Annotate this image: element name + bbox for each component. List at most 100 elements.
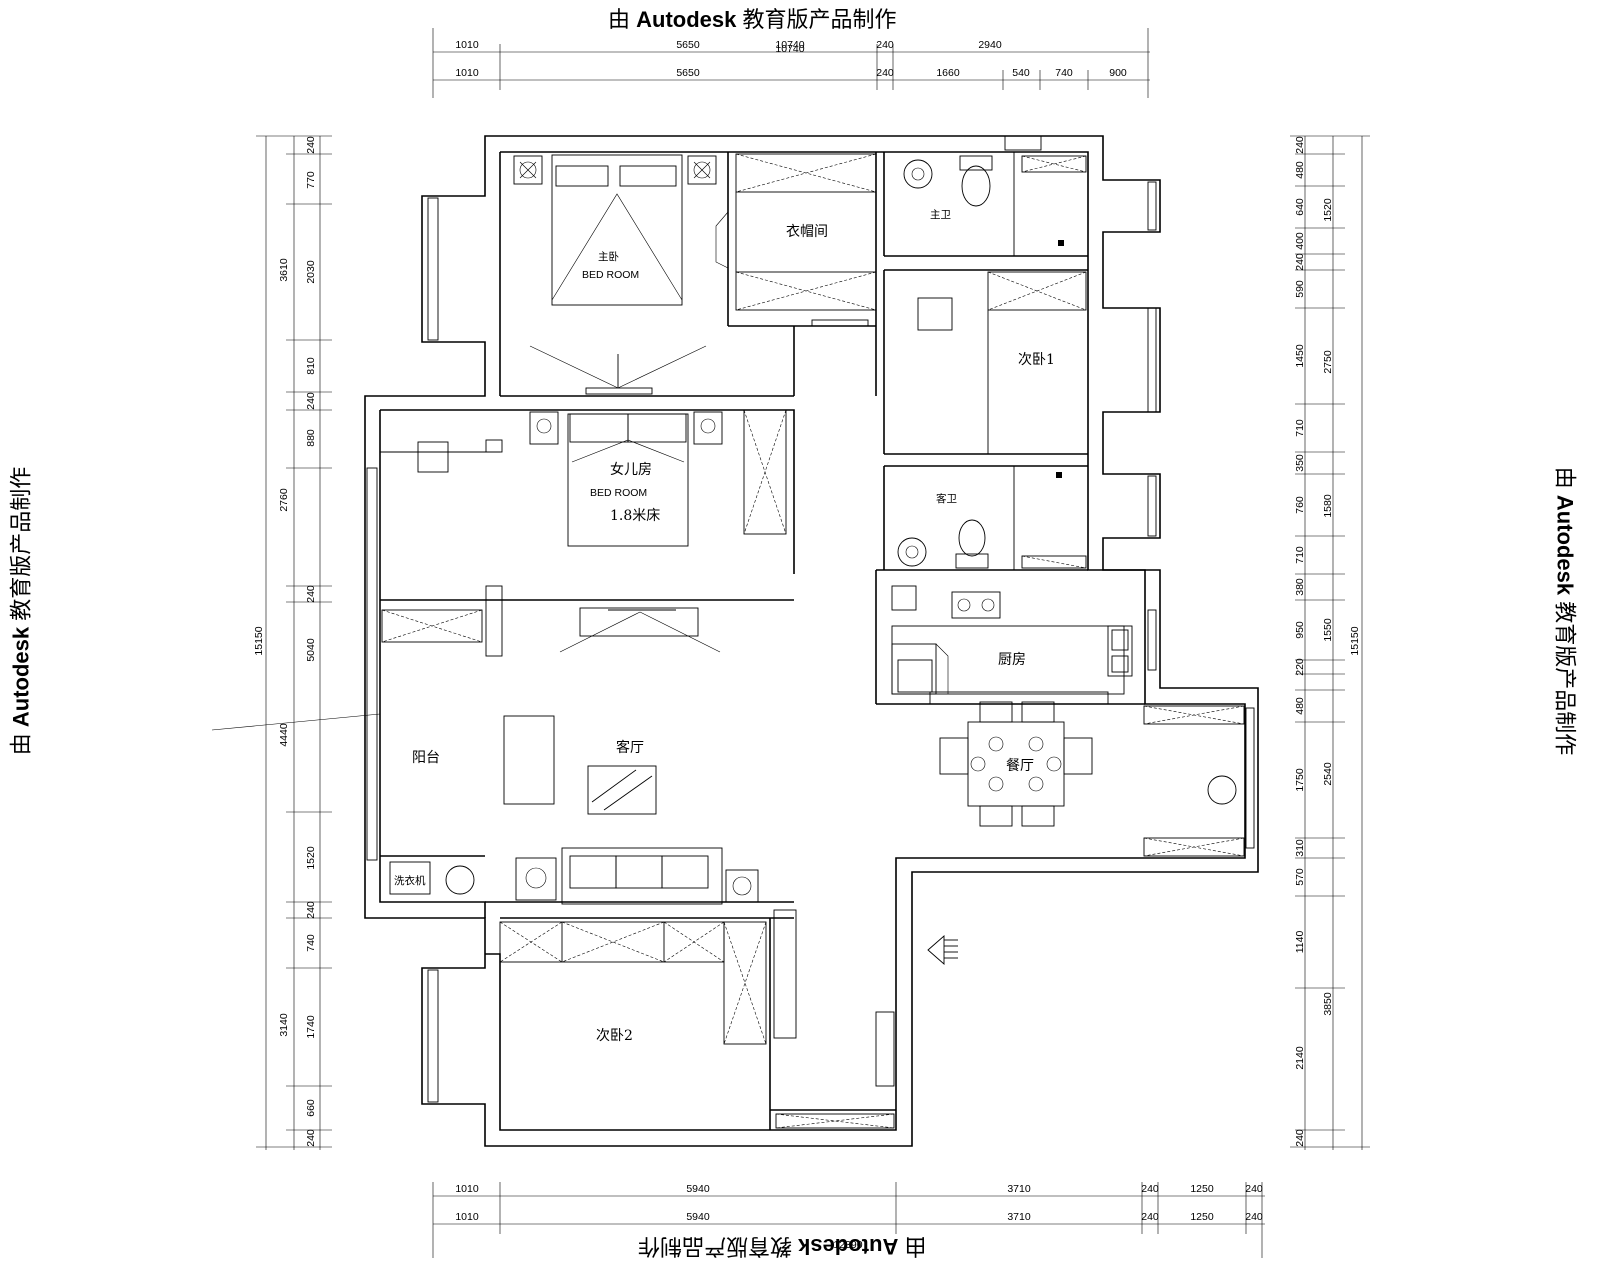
dim-top-r2-1: 1010 <box>455 67 479 79</box>
dim-left-inner-8: 880 <box>305 429 317 447</box>
dim-top-r2-6: 740 <box>1055 67 1073 79</box>
dim-right-inner-22: 1140 <box>1294 931 1306 954</box>
daughter-room: 女儿房 BED ROOM 1.8米床 <box>380 409 787 657</box>
label-master-bed-cn: 主卧 <box>598 250 619 263</box>
label-wardrobe: 衣帽间 <box>786 224 828 240</box>
dim-top-r2-5: 540 <box>1012 67 1030 79</box>
dim-right-inner-21: 570 <box>1294 868 1306 886</box>
dim-right-inner-9: 710 <box>1294 419 1306 437</box>
dim-right-inner-18: 480 <box>1294 697 1306 715</box>
dim-left-outer-2: 2760 <box>278 488 290 512</box>
dim-bottom-r2-4: 240 <box>1141 1211 1159 1223</box>
dim-left-outer-3: 5040 <box>305 638 317 662</box>
dim-top-r2-4: 1660 <box>936 67 960 79</box>
second-bedroom-1: 次卧1 <box>917 271 1087 454</box>
entry-arrow-icon <box>927 935 958 965</box>
dim-right-inner-20: 310 <box>1294 839 1306 857</box>
label-bed-size: 1.8米床 <box>610 508 660 524</box>
dim-right-inner-8: 1450 <box>1294 344 1306 368</box>
dim-left-outer-4: 4440 <box>278 723 290 747</box>
dim-bottom-6: 240 <box>1245 1183 1263 1195</box>
dim-right-inner-10: 350 <box>1294 454 1306 472</box>
dim-bottom-2: 5940 <box>686 1183 710 1195</box>
dim-left-inner-9: 240 <box>305 585 317 603</box>
guest-bathroom: 客卫 <box>897 466 1087 570</box>
dim-right-inner-23: 2140 <box>1294 1046 1306 1070</box>
dim-right-inner-13: 710 <box>1294 546 1306 564</box>
dim-left-total: 15150 <box>253 626 265 655</box>
dim-top-1: 1010 <box>455 39 479 51</box>
dim-bottom-r2-5: 1250 <box>1190 1211 1214 1223</box>
dim-bottom-r2-6: 240 <box>1245 1211 1263 1223</box>
outer-walls <box>364 135 1259 1147</box>
dim-top-2: 5650 <box>676 39 700 51</box>
dim-top-total: 10740 <box>775 43 804 55</box>
dim-top-r2-3: 240 <box>876 67 894 79</box>
windows <box>366 135 1255 1103</box>
label-second-bed-1: 次卧1 <box>1018 352 1055 368</box>
dim-left-inner-14: 740 <box>305 934 317 952</box>
dim-left-inner-12: 240 <box>305 901 317 919</box>
watermark-prefix: 由 <box>608 7 637 32</box>
dining-area: 餐厅 <box>939 701 1245 857</box>
dim-left-outer-5: 3140 <box>278 1013 290 1037</box>
dim-right-inner-12: 760 <box>1294 496 1306 514</box>
label-daughter-bed-room: BED ROOM <box>590 487 647 499</box>
dim-right-inner-4: 400 <box>1294 232 1306 250</box>
top-dimensions: 10740 1010 5650 10740 240 2940 1010 5650… <box>432 28 1150 98</box>
dim-right-inner-24: 240 <box>1294 1129 1306 1147</box>
dim-left-inner-11: 1520 <box>305 846 317 870</box>
dim-bottom-r2-2: 5940 <box>686 1211 710 1223</box>
dim-right-inner-1: 240 <box>1294 136 1306 154</box>
dim-right-inner-7: 590 <box>1294 280 1306 298</box>
label-dining-room: 餐厅 <box>1006 758 1034 774</box>
label-second-bed-2: 次卧2 <box>596 1028 633 1044</box>
living-area: 阳台 客厅 洗衣机 <box>211 609 759 905</box>
dim-right-inner-14: 380 <box>1294 578 1306 596</box>
dim-bottom-4: 240 <box>1141 1183 1159 1195</box>
dim-top-r2-2: 5650 <box>676 67 700 79</box>
dim-left-inner-1: 240 <box>305 136 317 154</box>
dim-top-5: 2940 <box>978 39 1002 51</box>
dim-bottom-5: 1250 <box>1190 1183 1214 1195</box>
dim-left-inner-15: 1740 <box>305 1015 317 1039</box>
label-master-bed-room: BED ROOM <box>582 269 639 281</box>
dim-right-inner-16: 220 <box>1294 658 1306 676</box>
dim-bottom-1: 1010 <box>455 1183 479 1195</box>
dim-right-inner-5: 240 <box>1294 253 1306 271</box>
dim-left-inner-4: 2030 <box>305 260 317 284</box>
dim-left-outer-1: 3610 <box>278 258 290 282</box>
dim-left-inner-6: 240 <box>305 392 317 410</box>
dim-right-inner-3: 640 <box>1294 198 1306 216</box>
label-living-room: 客厅 <box>616 739 644 756</box>
dim-bottom-total: 12390 <box>833 1239 862 1251</box>
dim-top-4: 240 <box>876 39 894 51</box>
label-guest-bath: 客卫 <box>936 492 957 505</box>
bottom-dimensions: 1010 5940 3710 240 1250 240 1010 5940 37… <box>432 1182 1265 1258</box>
second-bedroom-2: 次卧2 <box>499 909 895 1129</box>
left-dimensions: 15150 3610 2760 5040 4440 3140 240 770 2… <box>253 135 332 1150</box>
watermark-brand: Autodesk <box>636 7 737 32</box>
dim-right-inner-2: 480 <box>1294 161 1306 179</box>
dim-left-inner-16: 660 <box>305 1099 317 1117</box>
dim-right-inner-19: 1750 <box>1294 768 1306 792</box>
master-bathroom: 主卫 <box>903 152 1087 256</box>
label-laundry: 洗衣机 <box>394 874 426 887</box>
dim-right-outer-3: 1580 <box>1322 494 1334 518</box>
wardrobe: 衣帽间 <box>715 153 877 327</box>
watermark-suffix: 教育版产品制作 <box>736 7 897 32</box>
watermark-top: 由 Autodesk 教育版产品制作 <box>608 2 897 34</box>
dim-bottom-r2-1: 1010 <box>455 1211 479 1223</box>
dim-left-inner-17: 240 <box>305 1129 317 1147</box>
dim-right-outer-4: 1550 <box>1322 618 1334 642</box>
label-kitchen: 厨房 <box>998 652 1026 668</box>
dim-right-outer-6: 3850 <box>1322 992 1334 1016</box>
dim-left-inner-5: 810 <box>305 357 317 375</box>
dim-bottom-3: 3710 <box>1007 1183 1031 1195</box>
right-dimensions: 15150 1520 2750 1580 1550 2540 3850 240 … <box>1290 135 1370 1150</box>
dim-top-r2-7: 900 <box>1109 67 1127 79</box>
label-daughter-room: 女儿房 <box>610 461 652 478</box>
label-balcony: 阳台 <box>412 750 440 766</box>
dim-right-outer-5: 2540 <box>1322 762 1334 786</box>
